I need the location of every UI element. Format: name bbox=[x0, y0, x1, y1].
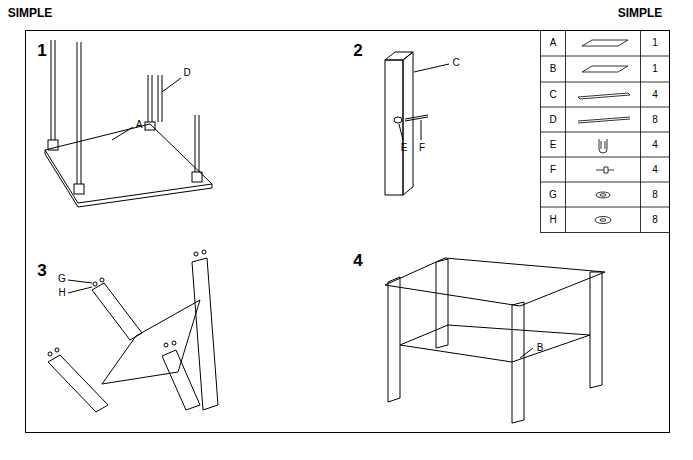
table-part-letter: A bbox=[550, 38, 557, 48]
frame bbox=[26, 31, 670, 433]
table-quantity: 8 bbox=[652, 115, 658, 125]
part-callout: E bbox=[401, 143, 408, 153]
step-number: 4 bbox=[353, 252, 362, 269]
table-part-letter: D bbox=[549, 115, 556, 125]
step-number: 1 bbox=[37, 42, 46, 59]
table-part-letter: B bbox=[550, 64, 557, 74]
step-number: 2 bbox=[353, 42, 362, 59]
part-callout: G bbox=[58, 274, 66, 284]
table-quantity: 8 bbox=[652, 190, 658, 200]
table-part-letter: C bbox=[549, 90, 556, 100]
table-quantity: 4 bbox=[652, 165, 658, 175]
table-quantity: 4 bbox=[652, 140, 658, 150]
part-callout: H bbox=[58, 288, 65, 298]
table-part-letter: G bbox=[549, 190, 557, 200]
table-part-letter: H bbox=[549, 215, 556, 225]
table-quantity: 4 bbox=[652, 90, 658, 100]
part-callout: C bbox=[452, 58, 459, 68]
table-quantity: 1 bbox=[652, 64, 658, 74]
page-title-right: SIMPLE bbox=[618, 7, 663, 19]
table-part-letter: F bbox=[550, 165, 556, 175]
part-callout: A bbox=[136, 120, 143, 130]
step1-drawing bbox=[45, 40, 212, 207]
table-part-letter: E bbox=[550, 140, 557, 150]
parts-table bbox=[541, 31, 670, 233]
step3-drawing bbox=[48, 250, 218, 412]
table-quantity: 1 bbox=[652, 38, 658, 48]
table-quantity: 8 bbox=[652, 215, 658, 225]
part-callout: B bbox=[537, 343, 544, 353]
step4-drawing bbox=[385, 258, 605, 423]
part-callout: F bbox=[419, 143, 425, 153]
step-number: 3 bbox=[37, 262, 46, 279]
part-callout: D bbox=[183, 68, 190, 78]
step2-drawing bbox=[385, 52, 449, 195]
page-title: SIMPLE bbox=[8, 7, 53, 19]
